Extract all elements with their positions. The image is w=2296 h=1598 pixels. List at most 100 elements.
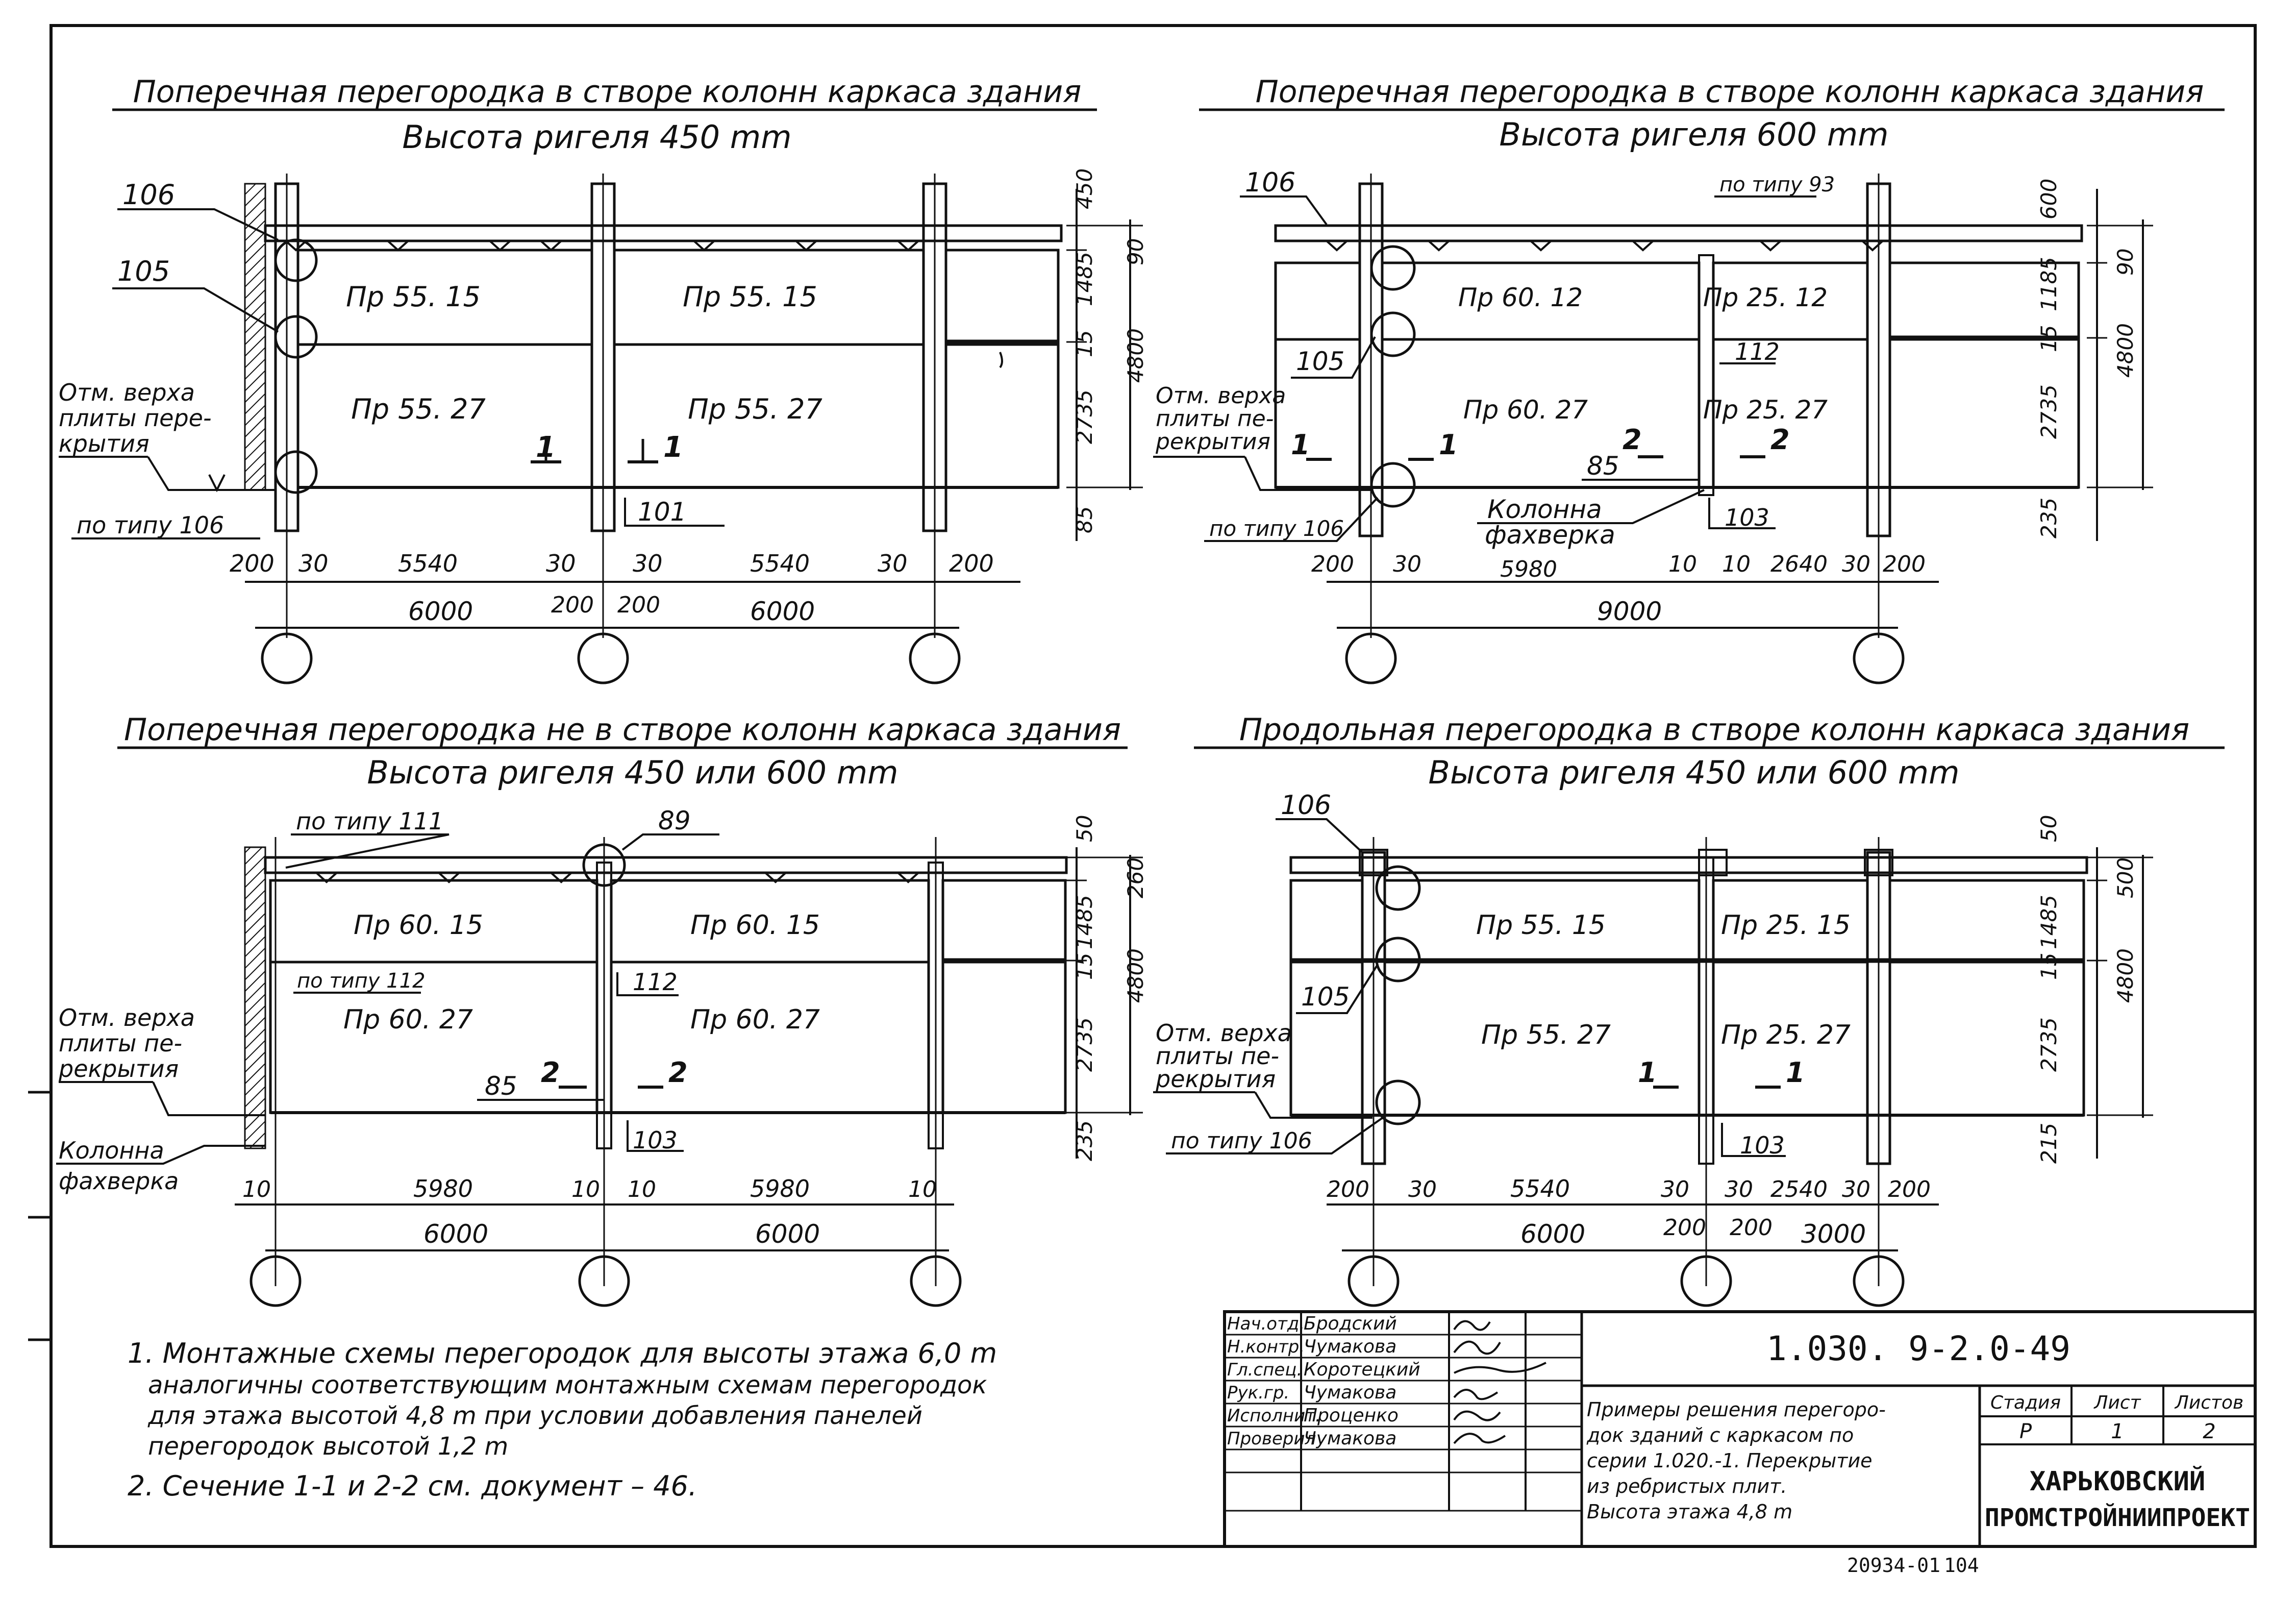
panel-2-lower-right-label: Пр 25. 27 xyxy=(1703,395,1828,425)
panel-2-bdim-3: 10 xyxy=(1668,551,1697,577)
panel-2-dim-235: 235 xyxy=(2036,498,2061,538)
panel-4-type-note: по типу 106 xyxy=(1171,1128,1312,1154)
panel-3-dim-50: 50 xyxy=(1072,815,1097,842)
title-block: Нач.отд. Бродский Н.контр. Чумакова Гл.с… xyxy=(1223,1310,2257,1577)
panel-3-offset: 85 xyxy=(485,1071,517,1101)
panel-2-upper-right-label: Пр 25. 12 xyxy=(1703,283,1828,312)
panel-2-mark-105: 105 xyxy=(1296,347,1344,376)
panel-4-level-note-line-2: плиты пе- xyxy=(1156,1042,1279,1070)
description-line-5: Высота этажа 4,8 m xyxy=(1587,1501,1792,1523)
panel-1-level-note-line-2: плиты пере- xyxy=(59,404,212,432)
note-line-3: для этажа высотой 4,8 m при условии доба… xyxy=(147,1402,922,1430)
panel-4-bdim-4: 30 xyxy=(1725,1176,1753,1202)
panel-4-section-1a: 1 xyxy=(1638,1056,1657,1089)
panel-4-drawing: Продольная перегородка в створе колонн к… xyxy=(1153,712,2225,1307)
panel-1-lower-right-label: Пр 55. 27 xyxy=(688,393,822,425)
panel-1-subtitle: Высота ригеля 450 mm xyxy=(402,118,791,156)
panel-1-dim-4800: 4800 xyxy=(1123,328,1148,383)
panel-3-dim-260: 260 xyxy=(1123,857,1148,898)
role-3: Гл.спец. xyxy=(1227,1360,1302,1380)
panel-2-dim-15: 15 xyxy=(2036,325,2061,352)
panel-3-lower-left-label: Пр 60. 27 xyxy=(343,1004,473,1035)
signature-scribbles xyxy=(1453,1320,1546,1444)
panel-3-level-note-line-2: плиты пе- xyxy=(59,1029,182,1057)
panel-4-mark-106: 106 xyxy=(1281,790,1331,821)
panel-2-bdim-6: 30 xyxy=(1842,551,1870,577)
panel-2-subtitle: Высота ригеля 600 mm xyxy=(1499,116,1888,153)
note-line-5: 2. Сечение 1-1 и 2-2 см. документ – 46. xyxy=(128,1470,697,1502)
panel-2-section-2b: 2 xyxy=(1770,424,1790,456)
panel-4-lower-right-label: Пр 25. 27 xyxy=(1721,1020,1851,1050)
name-3: Коротецкий xyxy=(1304,1359,1420,1380)
organization-line-2: ПРОМСТРОЙНИИПРОЕКТ xyxy=(1985,1503,2250,1532)
panel-2-dim-600: 600 xyxy=(2036,179,2061,219)
role-4: Рук.гр. xyxy=(1227,1383,1289,1403)
panel-4-title: Продольная перегородка в створе колонн к… xyxy=(1239,712,2189,748)
panel-4-bdim-2: 5540 xyxy=(1510,1175,1570,1202)
panel-2-section-2a: 2 xyxy=(1623,424,1642,456)
panel-2-level-note-line-2: плиты пе- xyxy=(1156,406,1274,432)
notes-block: 1. Монтажные схемы перегородок для высот… xyxy=(128,1337,997,1502)
panel-2-column-note-line-2: фахверка xyxy=(1485,520,1615,550)
panel-3-upper-right-label: Пр 60. 15 xyxy=(690,910,820,941)
panel-2-mark-103: 103 xyxy=(1725,504,1769,531)
panel-4-span-2: 200 xyxy=(1730,1215,1773,1241)
panel-3-column-note-line-1: Колонна xyxy=(59,1137,164,1164)
panel-2-mark-112: 112 xyxy=(1735,338,1780,365)
panel-1-dim-90: 90 xyxy=(1123,238,1148,265)
panel-1-bdim-1: 30 xyxy=(298,550,329,577)
panel-1-bdim-5: 5540 xyxy=(750,550,810,577)
panel-1-type-note: по типу 106 xyxy=(77,511,224,539)
panel-1-mark-106: 106 xyxy=(122,179,175,211)
doc-code: 1.030. 9-2.0-49 xyxy=(1766,1329,2070,1368)
panel-3-dim-235: 235 xyxy=(1072,1120,1097,1161)
panel-1-dim-85: 85 xyxy=(1072,506,1097,533)
panel-1-bdim-2: 5540 xyxy=(398,550,458,577)
panel-2-section-1a: 1 xyxy=(1291,429,1310,461)
panel-4-mark-103: 103 xyxy=(1740,1132,1785,1159)
panel-4-dim-1485: 1485 xyxy=(2036,895,2061,949)
panel-1-upper-left-label: Пр 55. 15 xyxy=(346,281,481,313)
panel-3-drawing: Поперечная перегородка не в створе колон… xyxy=(56,712,1148,1307)
panel-4-section-1b: 1 xyxy=(1786,1056,1805,1089)
panel-4-span-3: 3000 xyxy=(1801,1219,1866,1249)
name-5: Проценко xyxy=(1304,1405,1399,1426)
description-line-4: из ребристых плит. xyxy=(1587,1475,1787,1497)
panel-4-subtitle: Высота ригеля 450 или 600 mm xyxy=(1428,754,1959,791)
panel-1-title: Поперечная перегородка в створе колонн к… xyxy=(133,74,1082,110)
panel-1-drawing: Поперечная перегородка в створе колонн к… xyxy=(59,74,1148,684)
sheet-frame xyxy=(49,24,2257,1548)
panel-3-level-note-line-3: рекрытия xyxy=(58,1055,179,1083)
panel-1-span-3: 6000 xyxy=(750,597,815,626)
panel-3-section-2a: 2 xyxy=(541,1056,560,1089)
panel-3-upper-left-label: Пр 60. 15 xyxy=(354,910,483,941)
note-line-2: аналогичны соответствующим монтажным схе… xyxy=(148,1371,987,1399)
panel-2-column-note-line-1: Колонна xyxy=(1487,495,1602,524)
panel-2-bdim-0: 200 xyxy=(1311,551,1354,577)
name-1: Бродский xyxy=(1304,1313,1397,1334)
panel-1-level-note-line-3: крытия xyxy=(59,430,149,457)
panel-4-level-note-line-1: Отм. верха xyxy=(1156,1019,1292,1047)
panel-3-dim-15: 15 xyxy=(1072,953,1097,980)
panel-3-span-0: 6000 xyxy=(423,1219,488,1249)
panel-2-type-note: по типу 106 xyxy=(1209,516,1344,541)
panel-2-span-0: 9000 xyxy=(1597,597,1662,626)
panel-2-dim-2735: 2735 xyxy=(2036,384,2061,439)
panel-1-span-2: 200 xyxy=(617,592,660,618)
panel-1-dim-1485: 1485 xyxy=(1072,252,1097,306)
panel-3-column-note-line-2: фахверка xyxy=(59,1167,179,1195)
panel-3-dim-4800: 4800 xyxy=(1123,948,1148,1003)
panel-3-subtitle: Высота ригеля 450 или 600 mm xyxy=(367,754,898,791)
panel-2-dim-1185: 1185 xyxy=(2036,257,2061,311)
panel-1-mark-105: 105 xyxy=(117,255,170,287)
panel-2-bdim-5: 2640 xyxy=(1770,551,1828,577)
description-line-3: серии 1.020.-1. Перекрытие xyxy=(1587,1449,1873,1472)
panel-4-bdim-6: 30 xyxy=(1842,1176,1870,1202)
organization-line-1: ХАРЬКОВСКИЙ xyxy=(2030,1466,2205,1497)
stage-header: Стадия xyxy=(1990,1392,2061,1413)
panel-1-bdim-3: 30 xyxy=(546,550,576,577)
panel-2-dim-4800: 4800 xyxy=(2113,323,2138,378)
panel-2-bdim-7: 200 xyxy=(1883,551,1926,577)
panel-2-lower-left-label: Пр 60. 27 xyxy=(1463,395,1588,425)
sheets-header: Листов xyxy=(2174,1392,2243,1413)
